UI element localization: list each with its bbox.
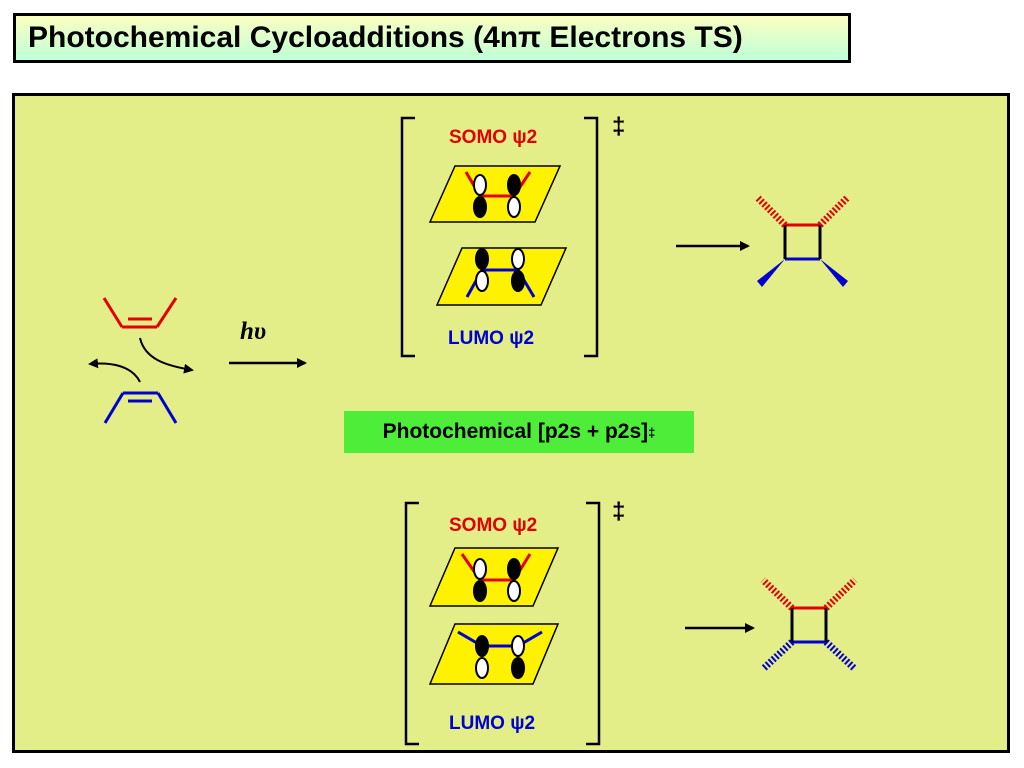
page-title: Photochemical Cycloadditions (4nπ Electr… [28,21,743,54]
reaction-type-text: Photochemical [p2s + p2s] [382,420,649,443]
bottom-ts-dagger: ‡ [612,498,626,525]
reaction-type-dagger: ‡ [648,424,656,440]
top-lumo-orbital [435,247,568,306]
light-condition-label: hυ [240,318,267,345]
top-ts-dagger: ‡ [612,113,626,140]
red-alkene [102,297,178,329]
top-cyclobutane-product [754,194,851,287]
title-box: Photochemical Cycloadditions (4nπ Electr… [13,13,851,63]
bottom-lumo-label: LUMO ψ2 [449,713,536,734]
top-somo-label: SOMO ψ2 [449,127,538,148]
bottom-somo-orbital [428,547,560,607]
bottom-cyclobutane-product [760,577,858,672]
bottom-lumo-orbital [428,623,560,685]
electron-arrows [88,337,194,383]
bottom-ts-brackets [404,501,601,746]
bottom-somo-label: SOMO ψ2 [449,515,538,536]
top-somo-orbital [428,165,562,223]
reaction-type-label: Photochemical [p2s + p2s]‡ [344,411,694,453]
top-lumo-label: LUMO ψ2 [448,328,535,349]
top-ts-brackets [400,116,599,358]
blue-alkene [103,391,178,424]
